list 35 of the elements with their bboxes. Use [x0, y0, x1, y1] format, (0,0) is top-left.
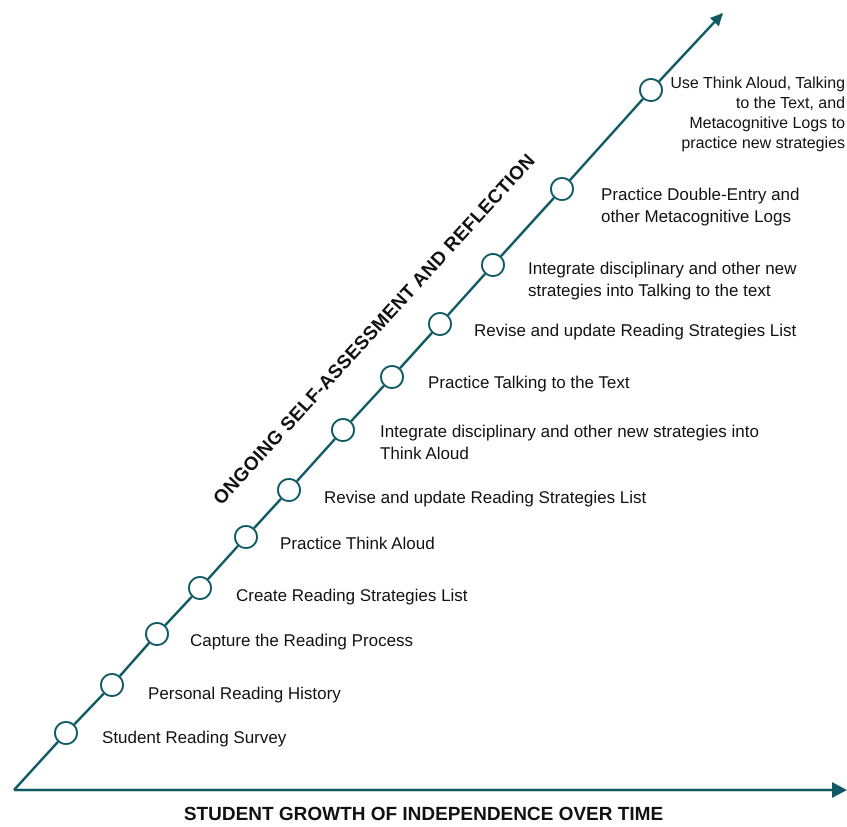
connector-line: [296, 438, 336, 482]
step-circle: [145, 622, 169, 646]
step-circle: [550, 177, 574, 201]
connector-line: [73, 692, 105, 726]
step-label: Revise and update Reading Strategies List: [324, 487, 648, 509]
step-circle: [100, 673, 124, 697]
connector-line: [13, 741, 59, 791]
step-label: Practice Talking to the Text: [428, 372, 631, 394]
step-circle: [54, 721, 78, 745]
step-label: Student Reading Survey: [102, 727, 288, 749]
connector-line: [447, 273, 486, 316]
connector-line: [119, 642, 150, 677]
connector-line: [164, 596, 193, 626]
step-circle: [188, 576, 212, 600]
step-label: Use Think Aloud, Talking to the Text, and Metacognitive Logs to practice new strategies: [669, 74, 845, 154]
connector-line: [399, 332, 433, 369]
connector-line: [569, 98, 644, 181]
axis-caption: STUDENT GROWTH OF INDEPENDENCE OVER TIME: [182, 804, 664, 826]
connector-line: [500, 197, 555, 257]
step-label: Create Reading Strategies List: [236, 585, 469, 607]
step-label: Revise and update Reading Strategies List: [474, 320, 798, 342]
step-label: Practice Think Aloud: [280, 533, 436, 555]
step-circle: [234, 525, 258, 549]
step-circle: [380, 365, 404, 389]
connector-line: [350, 384, 385, 422]
step-label: Capture the Reading Process: [190, 630, 414, 652]
step-label: Practice Double-Entry and other Metacognitive Logs: [601, 184, 800, 228]
step-circle: [481, 253, 505, 277]
step-circle: [639, 78, 663, 102]
step-label: Personal Reading History: [148, 683, 342, 705]
step-circle: [428, 312, 452, 336]
connector-line: [253, 498, 282, 529]
connector-line: [658, 13, 723, 82]
connector-line: [207, 545, 239, 580]
step-label: Integrate disciplinary and other new strategies into Talking to the text: [528, 258, 798, 302]
